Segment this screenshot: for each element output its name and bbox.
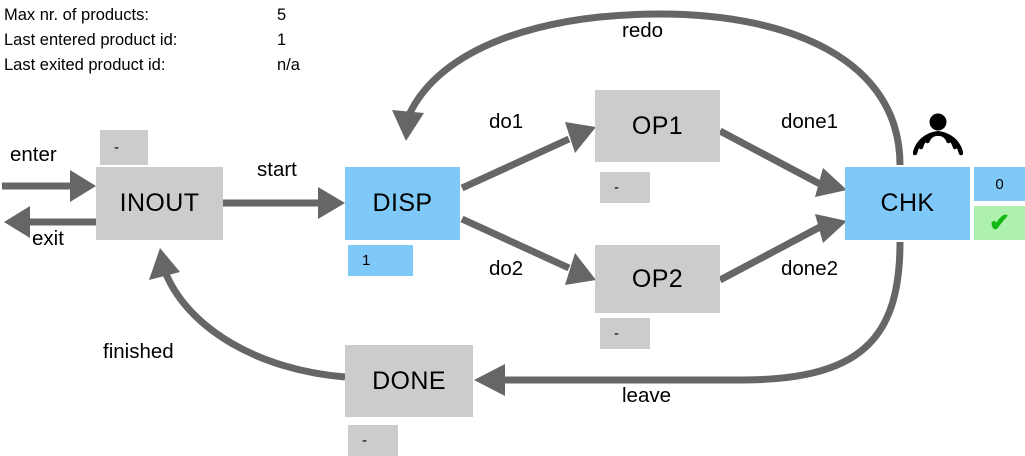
- edge-finished: [149, 248, 346, 381]
- edge-label-done1: done1: [781, 110, 839, 133]
- node-done[interactable]: DONE: [345, 345, 473, 417]
- info-label-last-exited: Last exited product id:: [4, 56, 166, 74]
- info-panel: Max nr. of products: 5 Last entered prod…: [4, 3, 334, 78]
- edge-label-enter: enter: [10, 143, 57, 166]
- broadcast-icon: [912, 113, 964, 159]
- edge-label-finished: finished: [103, 340, 174, 363]
- info-value-last-entered: 1: [277, 31, 287, 49]
- edge-leave: [474, 241, 904, 396]
- node-disp-label: DISP: [372, 189, 433, 217]
- edge-label-exit: exit: [32, 227, 64, 250]
- check-icon: ✔: [989, 208, 1010, 237]
- edge-do2: [460, 215, 596, 285]
- info-row-max-products: Max nr. of products: 5: [4, 3, 334, 28]
- badge-done: -: [348, 425, 398, 456]
- info-label-max-products: Max nr. of products:: [4, 6, 149, 24]
- edge-label-leave: leave: [622, 384, 672, 407]
- node-inout-label: INOUT: [119, 189, 200, 217]
- edge-label-start: start: [257, 158, 297, 181]
- edge-do1: [460, 122, 596, 192]
- edge-label-do1: do1: [489, 110, 524, 133]
- node-op2-label: OP2: [631, 264, 684, 293]
- edge-label-done2: done2: [781, 257, 839, 280]
- edge-exit: [4, 206, 96, 238]
- edge-redo: [392, 10, 904, 166]
- edge-done1: [718, 127, 847, 197]
- badge-disp: 1: [348, 245, 413, 276]
- edge-enter: [2, 170, 96, 202]
- edge-done2: [718, 214, 847, 284]
- info-row-last-entered: Last entered product id: 1: [4, 28, 334, 53]
- info-label-last-entered: Last entered product id:: [4, 31, 178, 49]
- info-value-max-products: 5: [277, 6, 287, 24]
- node-op2[interactable]: OP2: [595, 245, 720, 313]
- info-value-last-exited: n/a: [277, 56, 300, 74]
- node-done-label: DONE: [372, 366, 446, 395]
- node-chk[interactable]: CHK: [845, 167, 970, 240]
- node-inout[interactable]: INOUT: [96, 167, 223, 240]
- node-chk-label: CHK: [880, 189, 935, 217]
- badge-op2: -: [600, 318, 650, 349]
- info-row-last-exited: Last exited product id: n/a: [4, 53, 334, 78]
- badge-inout: -: [100, 130, 148, 165]
- edge-start: [223, 187, 345, 219]
- badge-chk-count: 0: [974, 167, 1025, 201]
- node-op1-label: OP1: [631, 111, 684, 140]
- edge-label-do2: do2: [489, 257, 524, 280]
- edge-label-redo: redo: [622, 19, 664, 42]
- node-op1[interactable]: OP1: [595, 90, 720, 162]
- badge-op1: -: [600, 172, 650, 203]
- node-disp[interactable]: DISP: [345, 167, 460, 240]
- badge-chk-status: ✔: [974, 206, 1025, 240]
